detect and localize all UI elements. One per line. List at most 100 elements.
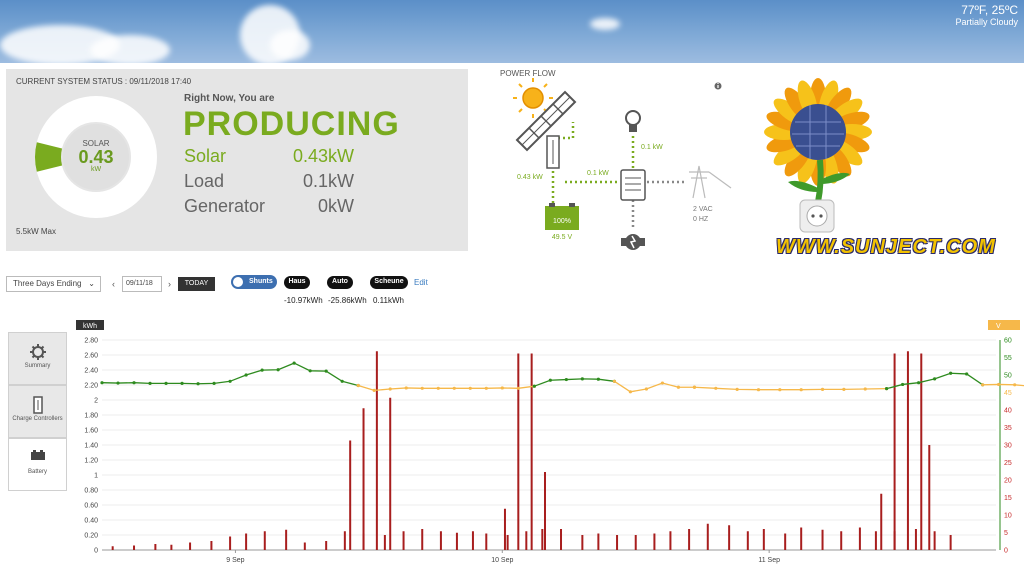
info-icon[interactable]: [714, 82, 722, 90]
right-tick-label: 60: [1004, 338, 1012, 345]
energy-chart: 00.200.400.600.8011.201.401.601.8022.202…: [76, 320, 1024, 564]
gear-icon: [9, 343, 66, 363]
voltage-point: [660, 381, 665, 385]
energy-bar: [530, 353, 533, 550]
voltage-point: [564, 377, 568, 382]
donut-center-value: 0.43: [78, 147, 114, 167]
range-select[interactable]: Three Days Ending ⌄: [6, 276, 101, 292]
voltage-point: [276, 368, 280, 372]
sunflower-logo: [764, 78, 872, 233]
energy-bar: [362, 408, 365, 550]
right-now-label: Right Now, You are: [184, 93, 275, 104]
next-date-button[interactable]: ›: [168, 279, 171, 289]
tab-summary[interactable]: Summary: [8, 332, 67, 385]
energy-bar: [928, 445, 931, 550]
energy-bar: [402, 531, 405, 550]
shunts-toggle[interactable]: Shunts: [231, 275, 277, 289]
left-tick-label: 0.20: [84, 533, 98, 540]
voltage-point: [692, 385, 697, 389]
energy-bar: [525, 531, 528, 550]
charge-controller-icon: [9, 396, 66, 416]
voltage-point: [949, 371, 953, 375]
voltage-point: [756, 388, 761, 392]
shunt-pill-auto[interactable]: Auto: [327, 276, 353, 289]
energy-bar: [706, 523, 709, 550]
energy-bar: [840, 531, 843, 550]
right-tick-label: 20: [1004, 478, 1012, 485]
left-tick-label: 0: [94, 548, 98, 555]
left-axis-unit-button[interactable]: kWh: [76, 320, 104, 330]
voltage-point: [596, 377, 600, 381]
donut-arc: [35, 142, 63, 172]
energy-bar: [170, 544, 173, 550]
generator-row-value: 0kW: [318, 196, 354, 216]
battery-voltage: 49.5 V: [552, 234, 573, 241]
energy-bar: [349, 440, 352, 550]
tab-charge-controllers[interactable]: Charge Controllers: [8, 385, 67, 438]
voltage-point: [778, 388, 782, 392]
voltage-point: [580, 377, 584, 381]
right-tick-label: 45: [1004, 390, 1012, 397]
left-tick-label: 2: [94, 398, 98, 405]
x-tick-label: 9 Sep: [226, 557, 244, 564]
battery-icon: [9, 449, 66, 469]
energy-bar: [229, 536, 232, 550]
energy-bar: [858, 527, 861, 550]
right-tick-label: 10: [1004, 513, 1012, 520]
right-axis-unit-button[interactable]: V: [988, 320, 1020, 330]
voltage-point: [981, 383, 985, 387]
load-row-label: Load: [184, 171, 225, 191]
voltage-point: [714, 386, 718, 390]
left-tick-label: 0.60: [84, 503, 98, 510]
energy-bar: [503, 508, 506, 550]
cloud-shape: [590, 18, 620, 30]
energy-bar: [616, 535, 619, 550]
solar-panel-icon: [515, 90, 577, 152]
voltage-point: [324, 369, 328, 373]
tab-battery[interactable]: Battery: [8, 438, 67, 491]
date-input[interactable]: 09/11/18: [122, 276, 162, 292]
edit-link[interactable]: Edit: [414, 278, 428, 287]
producing-state: PRODUCING: [183, 105, 400, 143]
voltage-point: [148, 381, 152, 385]
power-flow-title: POWER FLOW: [500, 69, 556, 78]
tab-summary-label: Summary: [24, 363, 51, 369]
voltage-point: [372, 388, 376, 392]
voltage-point: [500, 386, 504, 390]
shunts-label: Shunts: [249, 278, 273, 285]
energy-bar: [245, 533, 248, 550]
voltage-point: [452, 386, 456, 390]
inverter-icon: [620, 169, 646, 201]
right-tick-label: 35: [1004, 425, 1012, 432]
solar-donut-chart: [35, 96, 157, 218]
voltage-point: [308, 369, 312, 373]
voltage-point: [388, 387, 392, 391]
left-tick-label: 2.80: [84, 338, 98, 345]
prev-date-button[interactable]: ‹: [112, 279, 115, 289]
shunt-value-auto: -25.86kWh: [328, 296, 367, 305]
sun-icon: [513, 78, 553, 118]
today-button[interactable]: TODAY: [178, 277, 215, 291]
energy-bar: [285, 529, 288, 550]
power-flow-diagram: 100% 49.5 V 0.43 kW 0.1 kW 0.1 kW: [513, 78, 732, 250]
shunt-pill-haus[interactable]: Haus: [284, 276, 310, 289]
left-tick-label: 0.80: [84, 488, 98, 495]
sunject-logo-text: WWW.SUNJECT.COM: [776, 236, 996, 258]
voltage-point: [404, 386, 408, 390]
donut-center-label: SOLAR: [82, 139, 110, 148]
light-bulb-icon: [625, 110, 641, 132]
right-tick-label: 40: [1004, 408, 1012, 415]
shunt-pill-scheune[interactable]: Scheune: [370, 276, 408, 289]
voltage-point: [612, 379, 616, 383]
left-axis-unit: kWh: [83, 323, 97, 330]
energy-bar: [906, 351, 909, 550]
side-tabs: Summary Charge Controllers Battery: [8, 332, 67, 491]
status-title: CURRENT SYSTEM STATUS : 09/11/2018 17:40: [16, 77, 192, 86]
shunt-value-haus: -10.97kWh: [284, 296, 323, 305]
voltage-line: [694, 386, 887, 391]
energy-bar: [303, 542, 306, 550]
energy-bar: [762, 529, 765, 550]
voltage-point: [244, 373, 248, 377]
left-tick-label: 1.40: [84, 443, 98, 450]
